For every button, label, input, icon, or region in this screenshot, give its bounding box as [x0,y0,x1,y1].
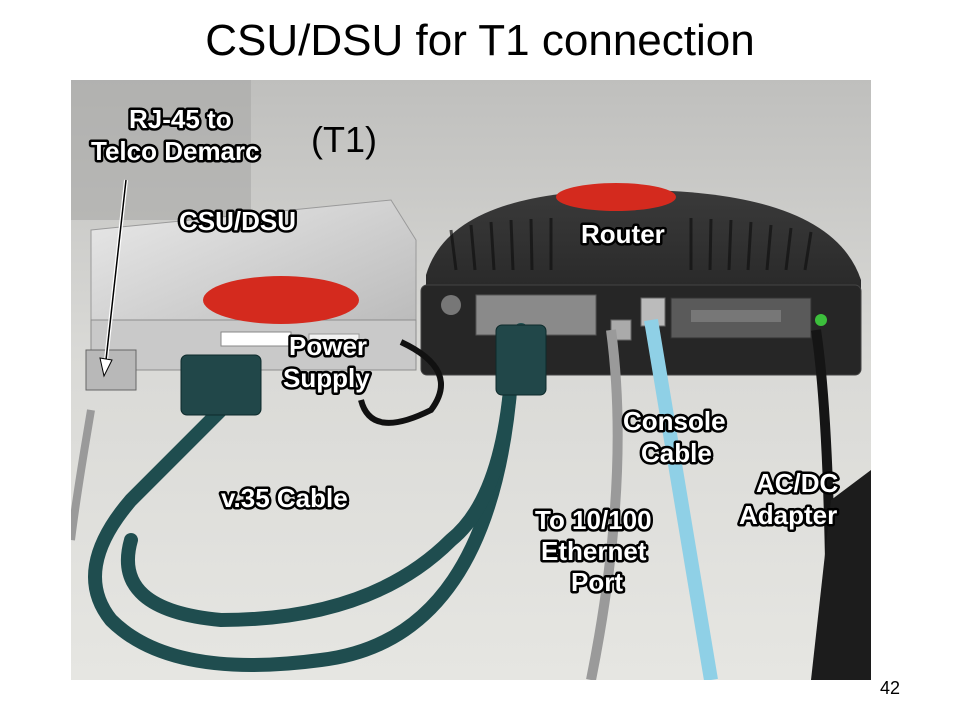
console-cable [644,318,718,680]
rj45-cable [71,409,95,541]
label-rj45-line2: Telco Demarc [91,136,260,166]
equipment-photo: RJ-45 to Telco Demarc (T1) CSU/DSU Route… [71,80,871,680]
label-ethernet-line1: To 10/100 [535,505,652,535]
label-t1: (T1) [311,119,377,160]
label-console-line2: Cable [641,438,712,468]
page-number: 42 [880,678,901,698]
v35-connector-csu [180,354,262,416]
rj45-connector [85,349,137,391]
label-ethernet-line2: Ethernet [541,536,647,566]
label-power-line2: Supply [283,363,370,393]
power-supply-cable [358,339,444,426]
label-console-line1: Console [623,406,726,436]
label-csu-dsu: CSU/DSU [179,206,296,236]
label-ethernet-line3: Port [571,567,623,597]
csu-dsu-device [90,199,417,371]
ethernet-cable [586,329,623,680]
label-v35: v.35 Cable [221,483,348,513]
csu-red-sticker [203,276,359,324]
label-acdc-line2: Adapter [739,500,837,530]
wall-shadow [71,80,251,220]
slide-title: CSU/DSU for T1 connection [205,16,755,65]
rj45-pointer-arrow [99,179,128,378]
label-router: Router [581,219,665,249]
label-rj45-line1: RJ-45 to [129,104,232,134]
acdc-adapter-brick [811,470,871,680]
photo-illustration: RJ-45 to Telco Demarc (T1) CSU/DSU Route… [71,80,871,680]
label-power-line1: Power [289,331,367,361]
router-red-logo [556,183,676,211]
label-acdc-line1: AC/DC [756,468,839,498]
v35-connector-router [495,324,547,396]
